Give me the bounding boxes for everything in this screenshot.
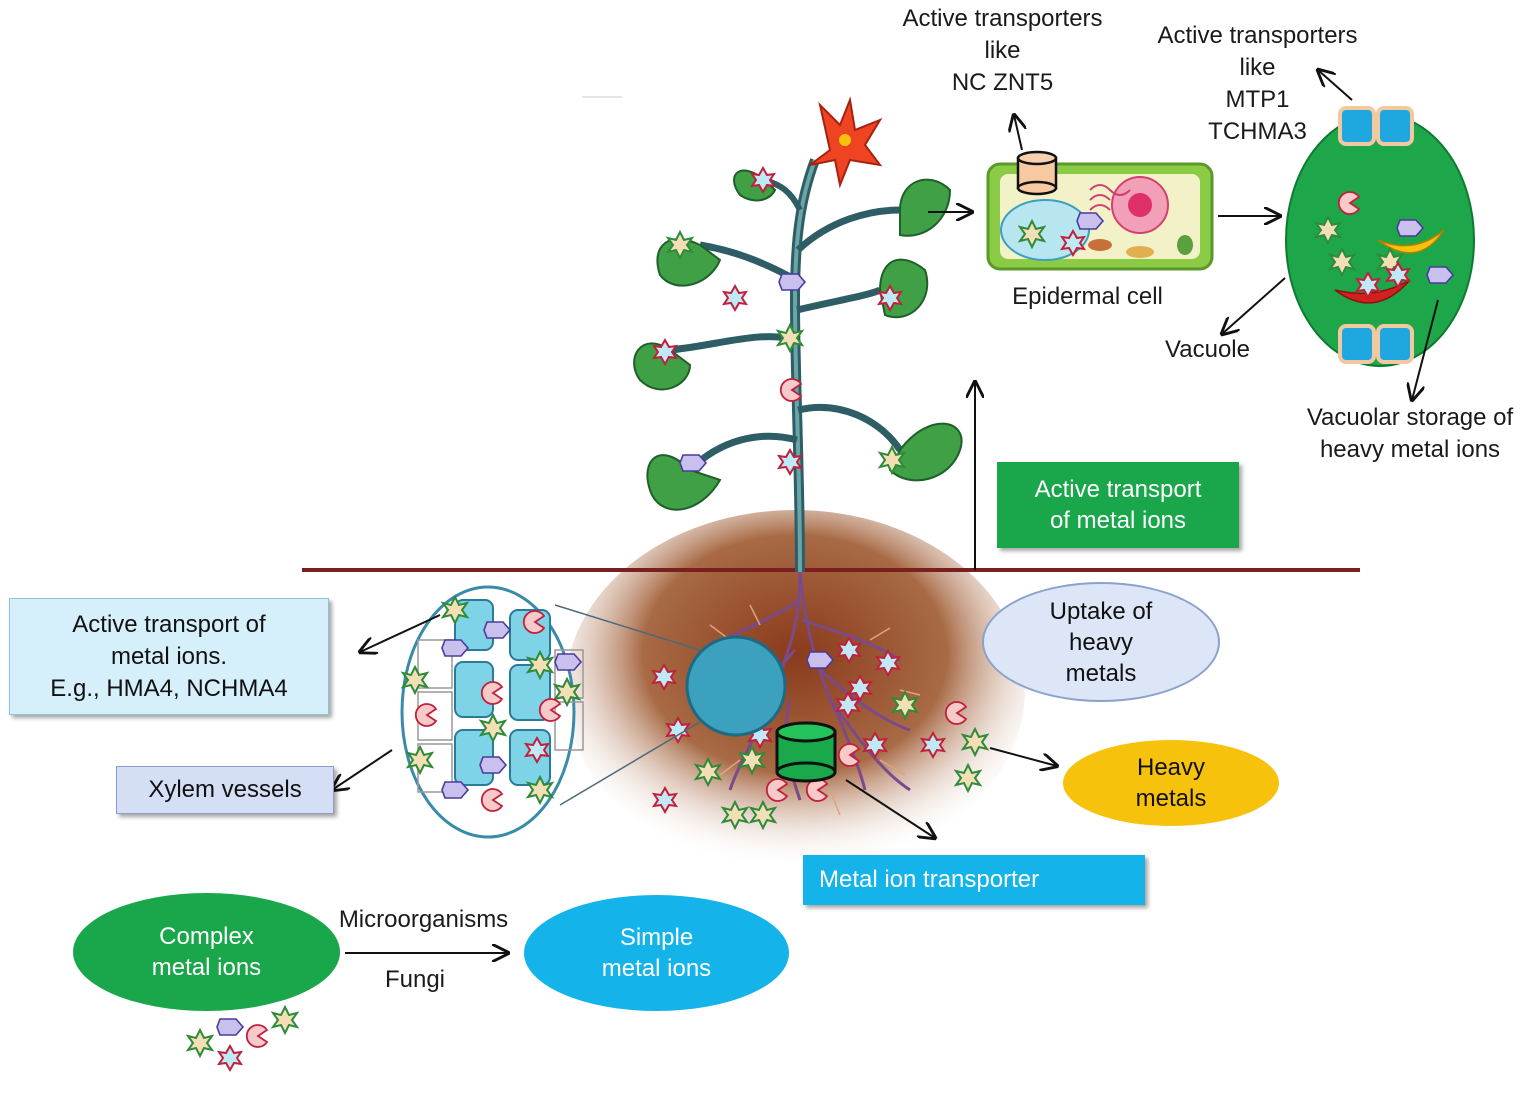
complex-ion-cluster: [187, 1006, 298, 1071]
epidermal-cell-label: Epidermal cell: [1012, 283, 1163, 310]
epidermal-cell: [986, 150, 1214, 271]
transporter-box: Metal ion transporter: [803, 855, 1145, 905]
soil-region: [565, 510, 1025, 870]
transporter-cylinder: [775, 721, 837, 783]
flower: [809, 96, 883, 189]
znt5-label: Active transporters like NC ZNT5: [902, 5, 1103, 96]
active-transport-box: Active transport of metal ions: [997, 462, 1239, 548]
vacuole: [1285, 106, 1475, 367]
mtp1-label: Active transporters like MTP1 TCHMA3: [1157, 22, 1358, 145]
xylem-box: Xylem vessels: [116, 766, 334, 814]
microorganisms-label: Microorganisms: [338, 906, 509, 933]
complex-oval: Complex metal ions: [73, 893, 340, 1011]
hma4-box: Active transport of metal ions. E.g., HM…: [9, 598, 329, 715]
uptake-oval: Uptake of heavy metals: [982, 582, 1220, 702]
zoom-line-top: [554, 604, 701, 651]
xylem-zoom: [400, 585, 584, 839]
simple-oval: Simple metal ions: [524, 895, 789, 1011]
fungi-label: Fungi: [384, 966, 446, 993]
heavy-metals-oval: Heavy metals: [1063, 740, 1279, 826]
vacuolar-storage-label: Vacuolar storage of heavy metal ions: [1306, 404, 1514, 463]
arrows: [332, 70, 1439, 953]
root-cross-section: [685, 635, 787, 737]
vacuole-label: Vacuole: [1165, 336, 1250, 363]
zoom-line-bottom: [559, 721, 701, 806]
